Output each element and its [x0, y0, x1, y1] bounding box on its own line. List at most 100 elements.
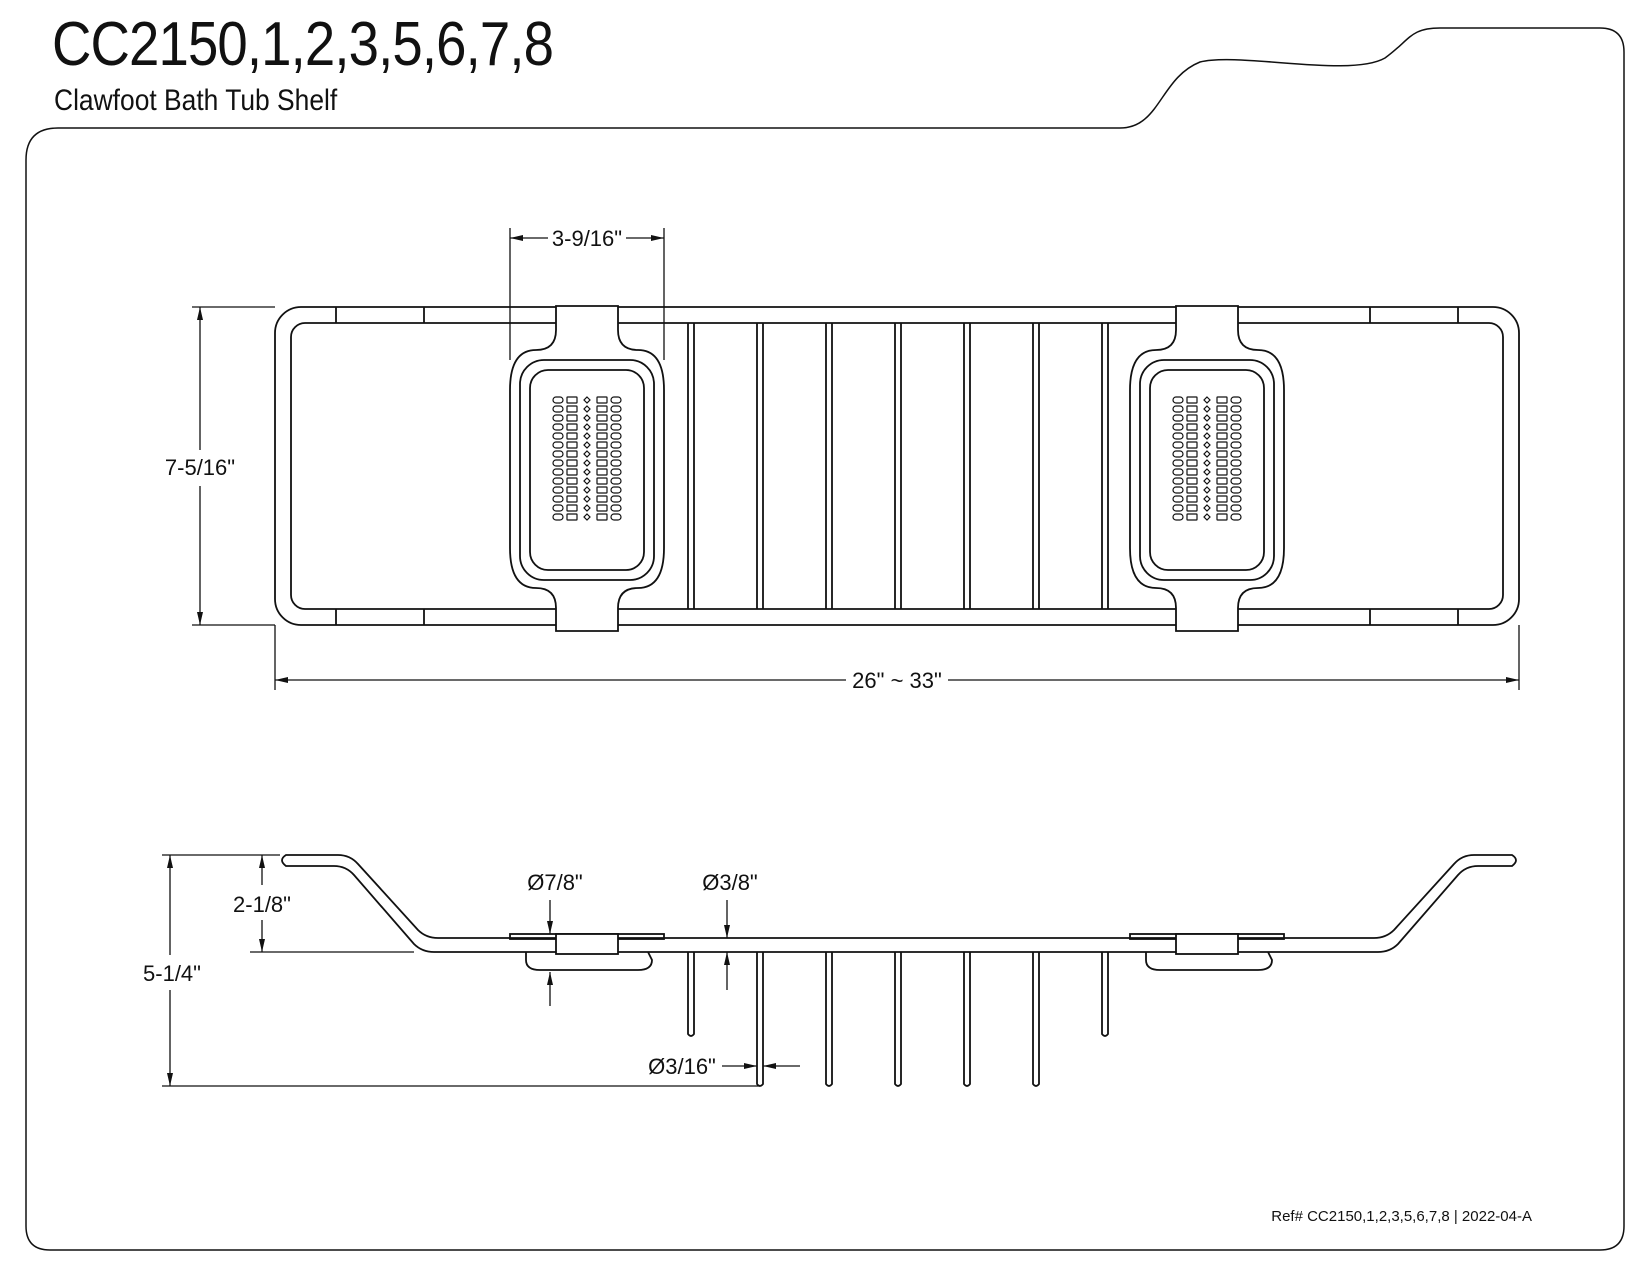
- drain-slot: [1186, 423, 1198, 431]
- drain-slot: [1230, 513, 1242, 521]
- drain-slot: [1172, 504, 1184, 512]
- drain-slot: [610, 459, 622, 467]
- drain-slot: [596, 468, 608, 476]
- drain-slot: [583, 486, 591, 494]
- drain-slot: [610, 450, 622, 458]
- drain-slot: [566, 468, 578, 476]
- drain-slot: [610, 504, 622, 512]
- drain-slot: [610, 468, 622, 476]
- drain-slot: [596, 477, 608, 485]
- drain-slot: [552, 513, 564, 521]
- drain-slot: [1186, 477, 1198, 485]
- drain-slot: [566, 405, 578, 413]
- drain-slot: [566, 441, 578, 449]
- drain-slot: [596, 450, 608, 458]
- drain-slot: [1203, 441, 1211, 449]
- drain-slot: [1186, 441, 1198, 449]
- top-view-dimensions: [192, 228, 1520, 690]
- drain-slot: [1186, 414, 1198, 422]
- drain-slot: [583, 459, 591, 467]
- drain-slot: [1216, 477, 1228, 485]
- drain-slot: [596, 441, 608, 449]
- drain-slot: [1172, 459, 1184, 467]
- drain-holes-right: [1172, 396, 1242, 521]
- drain-slot: [1186, 405, 1198, 413]
- product-name-subtitle: Clawfoot Bath Tub Shelf: [54, 84, 338, 117]
- drain-slot: [552, 423, 564, 431]
- overall-height-label: 5-1/4": [143, 961, 201, 986]
- side-rail: [281, 854, 1517, 953]
- end-hook-height-label: 2-1/8": [233, 892, 291, 917]
- drain-slot: [610, 405, 622, 413]
- middle-rods: [687, 323, 1109, 609]
- drain-slot: [552, 396, 564, 404]
- drain-slot: [610, 423, 622, 431]
- drain-slot: [1186, 396, 1198, 404]
- drain-slot: [610, 396, 622, 404]
- drain-holes-left: [552, 396, 622, 521]
- drain-slot: [552, 495, 564, 503]
- drain-slot: [583, 468, 591, 476]
- drain-slot: [1230, 477, 1242, 485]
- drain-slot: [610, 495, 622, 503]
- drain-slot: [566, 495, 578, 503]
- drain-slot: [552, 504, 564, 512]
- drain-slot: [1203, 423, 1211, 431]
- drain-slot: [1230, 396, 1242, 404]
- drain-slot: [1172, 414, 1184, 422]
- drain-slot: [1172, 405, 1184, 413]
- drain-slot: [1186, 432, 1198, 440]
- drain-slot: [583, 423, 591, 431]
- drain-slot: [610, 432, 622, 440]
- drain-slot: [583, 513, 591, 521]
- drain-slot: [596, 405, 608, 413]
- drain-slot: [1216, 441, 1228, 449]
- left-post-clamp: [509, 933, 665, 971]
- drain-slot: [1186, 513, 1198, 521]
- drain-slot: [1230, 468, 1242, 476]
- drain-slot: [596, 423, 608, 431]
- drain-slot: [1216, 504, 1228, 512]
- drain-slot: [566, 513, 578, 521]
- sheet-border: [25, 27, 1625, 1251]
- rail-diameter-label: Ø3/8": [702, 870, 758, 895]
- drain-slot: [583, 450, 591, 458]
- drain-slot: [1172, 477, 1184, 485]
- drain-slot: [552, 414, 564, 422]
- drain-slot: [1203, 477, 1211, 485]
- drain-slot: [552, 405, 564, 413]
- drain-slot: [1203, 495, 1211, 503]
- drain-slot: [566, 450, 578, 458]
- drain-slot: [1216, 513, 1228, 521]
- drain-slot: [1216, 405, 1228, 413]
- shelf-length-label: 26" ~ 33": [852, 668, 942, 693]
- side-view-dimensions: [162, 854, 800, 1087]
- drain-slot: [583, 432, 591, 440]
- drain-slot: [610, 414, 622, 422]
- drain-slot: [1230, 450, 1242, 458]
- drain-slot: [1203, 513, 1211, 521]
- drain-slot: [1172, 495, 1184, 503]
- drain-slot: [552, 477, 564, 485]
- drain-slot: [583, 441, 591, 449]
- drain-slot: [596, 414, 608, 422]
- drain-slot: [583, 405, 591, 413]
- drain-slot: [1186, 468, 1198, 476]
- drain-slot: [1216, 459, 1228, 467]
- drain-slot: [566, 486, 578, 494]
- drain-slot: [583, 414, 591, 422]
- drain-slot: [1216, 495, 1228, 503]
- drain-slot: [1216, 468, 1228, 476]
- drain-slot: [1172, 450, 1184, 458]
- reference-footer: Ref# CC2150,1,2,3,5,6,7,8 | 2022-04-A: [1271, 1208, 1532, 1225]
- side-view: [281, 854, 1517, 1087]
- drain-slot: [583, 477, 591, 485]
- drain-slot: [1230, 405, 1242, 413]
- drain-slot: [1172, 432, 1184, 440]
- drain-slot: [596, 495, 608, 503]
- drain-slot: [1203, 432, 1211, 440]
- drain-slot: [566, 504, 578, 512]
- drain-slot: [1172, 423, 1184, 431]
- drain-slot: [1230, 432, 1242, 440]
- post-diameter-label: Ø7/8": [527, 870, 583, 895]
